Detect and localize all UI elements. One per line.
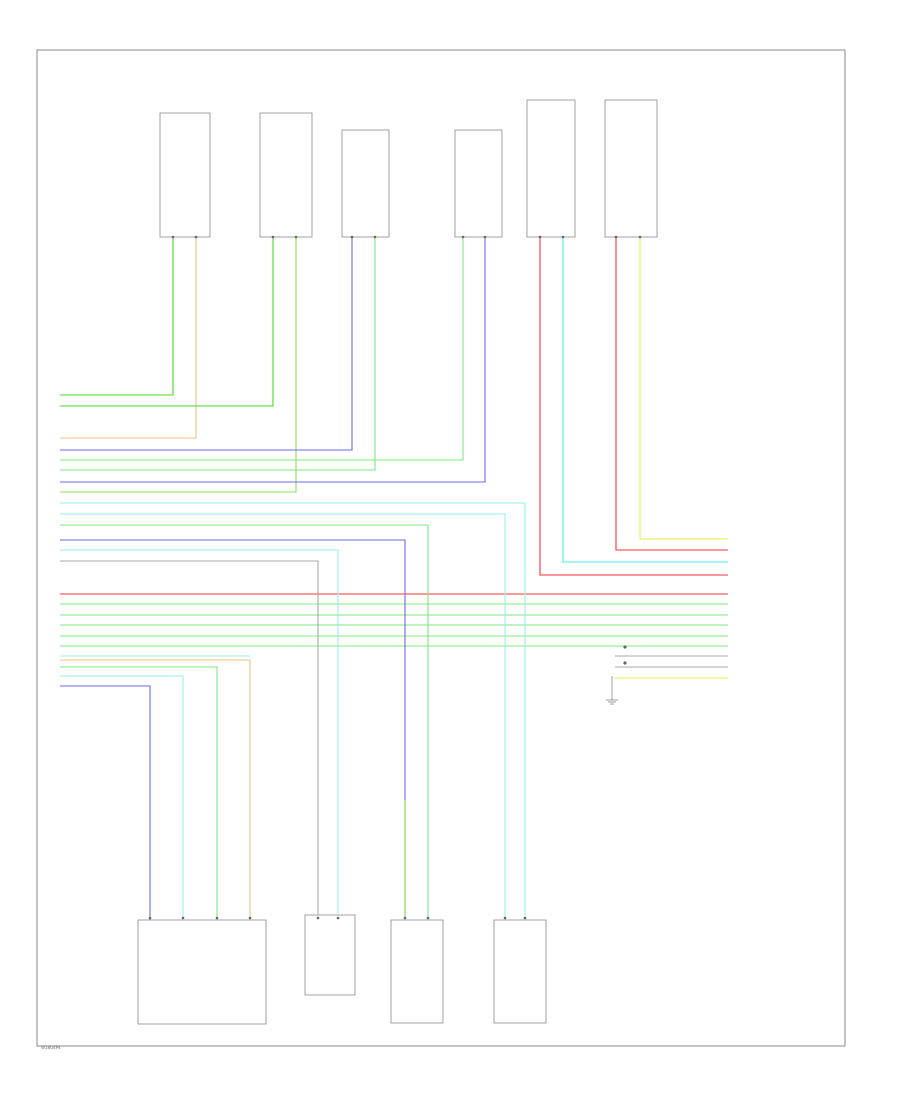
top-connector-9 xyxy=(538,235,542,239)
wire-26 xyxy=(60,549,339,915)
top-connector-10 xyxy=(561,235,565,239)
wire-9 xyxy=(539,237,728,576)
bottom-connector-5 xyxy=(316,916,320,920)
wire-12 xyxy=(639,237,728,540)
top-connector-4 xyxy=(294,235,298,239)
ground-symbol xyxy=(606,645,627,705)
wire-11 xyxy=(615,237,728,551)
wires xyxy=(60,235,728,920)
bottom-connector-3 xyxy=(215,916,219,920)
bottom-connector-8 xyxy=(426,916,430,920)
wire-23 xyxy=(60,513,506,918)
wire-27 xyxy=(60,560,319,915)
component-box-6 xyxy=(604,99,658,238)
wire-32 xyxy=(60,685,151,920)
wire-29 xyxy=(60,659,251,920)
bottom-connector-4 xyxy=(248,916,252,920)
top-connector-8 xyxy=(483,235,487,239)
top-connector-7 xyxy=(461,235,465,239)
top-connector-12 xyxy=(638,235,642,239)
component-box-7 xyxy=(137,919,267,1025)
top-connector-11 xyxy=(614,235,618,239)
component-box-4 xyxy=(454,129,503,238)
bottom-connector-7 xyxy=(403,916,407,920)
wire-24 xyxy=(60,524,429,918)
wire-4 xyxy=(60,237,297,493)
bottom-connector-1 xyxy=(148,916,152,920)
wire-6 xyxy=(60,237,376,471)
wire-25 xyxy=(60,539,406,918)
component-box-5 xyxy=(526,99,576,238)
bottom-connector-6 xyxy=(336,916,340,920)
top-connector-6 xyxy=(373,235,377,239)
diagram-frame xyxy=(36,49,846,1047)
wire-2 xyxy=(60,237,197,439)
component-box-8 xyxy=(304,914,356,996)
wire-10 xyxy=(562,237,728,563)
wire-3 xyxy=(60,237,274,407)
top-components xyxy=(159,99,658,238)
component-box-10 xyxy=(493,919,547,1024)
top-connector-5 xyxy=(350,235,354,239)
bottom-components xyxy=(137,914,547,1025)
wire-30 xyxy=(60,666,218,920)
wire-31 xyxy=(60,675,184,920)
component-box-9 xyxy=(390,919,444,1024)
component-box-3 xyxy=(341,129,390,238)
top-connector-3 xyxy=(271,235,275,239)
wire-22 xyxy=(60,502,526,918)
sheet-code: W18G4P4 xyxy=(41,1045,61,1050)
wire-1 xyxy=(60,237,174,396)
top-connector-1 xyxy=(171,235,175,239)
wire-8 xyxy=(60,237,486,483)
component-box-2 xyxy=(259,112,313,238)
top-connector-2 xyxy=(194,235,198,239)
component-box-1 xyxy=(159,112,211,238)
bottom-connector-10 xyxy=(523,916,527,920)
wire-5 xyxy=(60,237,353,451)
bottom-connector-2 xyxy=(181,916,185,920)
wire-7 xyxy=(60,237,464,461)
bottom-connector-9 xyxy=(503,916,507,920)
